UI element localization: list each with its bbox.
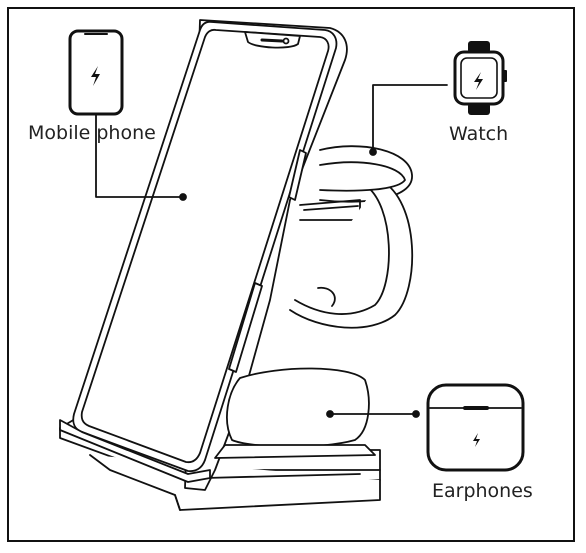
label-watch: Watch (449, 123, 509, 145)
phone (59, 20, 338, 483)
lightning-bolt-icon (474, 72, 483, 90)
watch-charging-icon (453, 41, 507, 115)
label-mobile-phone: Mobile phone (28, 122, 156, 144)
earphone-case-charging-icon (426, 383, 525, 472)
phone-charging-icon (68, 29, 124, 116)
label-earphones: Earphones (432, 480, 533, 502)
lightning-bolt-icon (473, 433, 480, 447)
lightning-bolt-icon (91, 66, 100, 86)
earphone-pad (214, 367, 376, 459)
watch-band (289, 161, 414, 329)
callout-leaders (95, 84, 448, 418)
